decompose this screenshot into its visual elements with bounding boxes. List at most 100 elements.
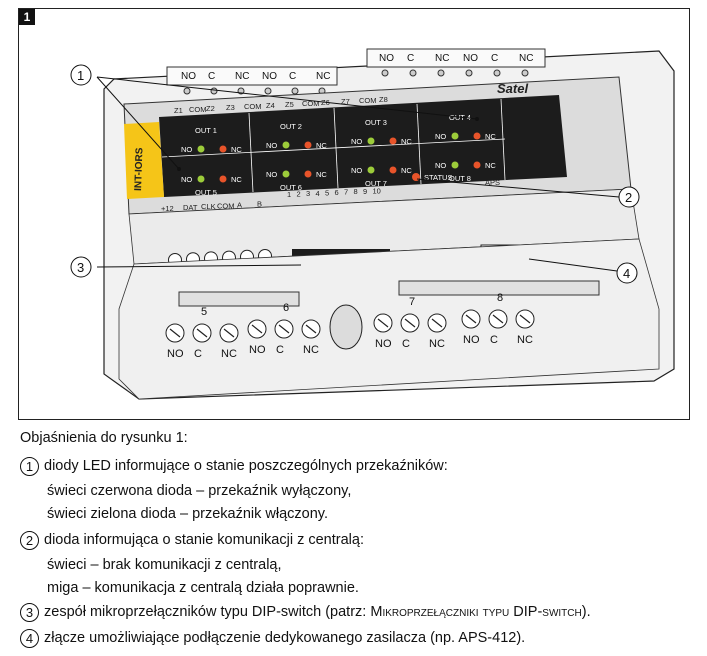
led-panel — [159, 95, 567, 197]
callout-4-circle — [616, 262, 638, 284]
dip-number: 9 — [363, 187, 367, 196]
led-green — [367, 166, 375, 174]
output-label: OUT 8 — [449, 174, 471, 183]
legend-text-2: dioda informująca o stanie komunikacji z… — [44, 532, 364, 548]
top-screw — [381, 69, 389, 77]
top-screw — [183, 87, 191, 95]
led-green — [282, 141, 290, 149]
terminal-label: NO — [249, 344, 266, 356]
bus-label: B — [257, 200, 262, 209]
legend-number-3: 3 — [20, 602, 39, 622]
led-nc-label: NC — [316, 141, 327, 150]
top-terminal-label: NO — [379, 53, 394, 64]
top-bus-label: Z4 — [266, 101, 275, 110]
terminal-label: NC — [429, 338, 445, 350]
legend-sub-1a: świeci czerwona dioda – przekaźnik wyłąc… — [47, 483, 352, 499]
legend-item-3: 3 zespół mikroprzełączników typu DIP-swit… — [20, 602, 591, 622]
led-no-label: NO — [266, 141, 277, 150]
led-green — [451, 132, 459, 140]
top-screw — [521, 69, 529, 77]
top-bus-label: Z3 — [226, 103, 235, 112]
terminal-group-number: 7 — [409, 296, 415, 308]
top-screw — [264, 87, 272, 95]
terminal-label: C — [490, 334, 498, 346]
aps-label: APS — [485, 178, 500, 187]
dip-number: 6 — [335, 188, 339, 197]
led-no-label: NO — [435, 132, 446, 141]
bus-label: A — [237, 200, 242, 209]
legend-number-1: 1 — [20, 456, 39, 476]
led-green — [197, 175, 205, 183]
terminal-label: C — [402, 338, 410, 350]
callout-1-circle — [70, 64, 92, 86]
output-label: OUT 1 — [195, 126, 217, 135]
led-nc-label: NC — [316, 170, 327, 179]
led-nc-label: NC — [231, 145, 242, 154]
dip-number: 5 — [325, 188, 329, 197]
terminal-label: NO — [463, 334, 480, 346]
top-terminal-block-right — [366, 48, 546, 68]
led-no-label: NO — [266, 170, 277, 179]
top-bus-label: COM — [189, 105, 207, 114]
led-green — [282, 170, 290, 178]
terminal-label: C — [276, 344, 284, 356]
top-bus-label: Z7 — [341, 97, 350, 106]
led-green — [451, 161, 459, 169]
top-terminal-label: NC — [435, 53, 449, 64]
legend-text-3-ref: Mikroprzełączniki typu DIP-switch — [370, 604, 582, 620]
led-nc-label: NC — [401, 137, 412, 146]
top-terminal-label: C — [289, 71, 296, 82]
top-bus-label: Z5 — [285, 100, 294, 109]
figure-number: 1 — [19, 9, 35, 25]
terminal-label: NO — [375, 338, 392, 350]
output-label: OUT 3 — [365, 118, 387, 127]
bus-label: CLK — [201, 202, 216, 211]
dip-number: 10 — [373, 186, 381, 195]
callout-3-circle — [70, 256, 92, 278]
led-red — [389, 166, 397, 174]
legend-text-3a: zespół mikroprzełączników typu DIP-switc… — [44, 604, 371, 620]
dip-number: 8 — [354, 187, 358, 196]
led-red — [304, 141, 312, 149]
top-bus-label: Z8 — [379, 95, 388, 104]
led-red — [219, 175, 227, 183]
top-bus-label: Z1 — [174, 106, 183, 115]
output-label: OUT 7 — [365, 179, 387, 188]
legend-sub-2a: świeci – brak komunikacji z centralą, — [47, 557, 282, 573]
led-nc-label: NC — [485, 132, 496, 141]
top-bus-label: COM — [359, 96, 377, 105]
led-nc-label: NC — [231, 175, 242, 184]
terminal-label: C — [194, 348, 202, 360]
top-terminal-label: NO — [181, 71, 196, 82]
output-label: OUT 6 — [280, 183, 302, 192]
led-red — [473, 132, 481, 140]
dip-number: 4 — [316, 189, 320, 198]
top-bus-label: Z2 — [206, 104, 215, 113]
top-screw — [493, 69, 501, 77]
led-no-label: NO — [181, 175, 192, 184]
callout-3: 3 — [77, 260, 84, 275]
top-bus-label: COM — [244, 102, 262, 111]
led-green — [197, 145, 205, 153]
led-nc-label: NC — [485, 161, 496, 170]
bus-label: COM — [217, 201, 235, 210]
dip-number: 1 — [287, 190, 291, 199]
callout-2: 2 — [625, 190, 632, 205]
led-red — [389, 137, 397, 145]
led-no-label: NO — [435, 161, 446, 170]
legend-sub-2b: miga – komunikacja z centralą działa pop… — [47, 580, 359, 596]
led-no-label: NO — [351, 166, 362, 175]
top-screw — [291, 87, 299, 95]
led-green — [367, 137, 375, 145]
led-red — [304, 170, 312, 178]
led-no-label: NO — [351, 137, 362, 146]
dip-number: 7 — [344, 188, 348, 197]
top-screw — [465, 69, 473, 77]
callout-4: 4 — [623, 266, 630, 281]
terminal-label: NC — [517, 334, 533, 346]
terminal-label: NC — [303, 344, 319, 356]
